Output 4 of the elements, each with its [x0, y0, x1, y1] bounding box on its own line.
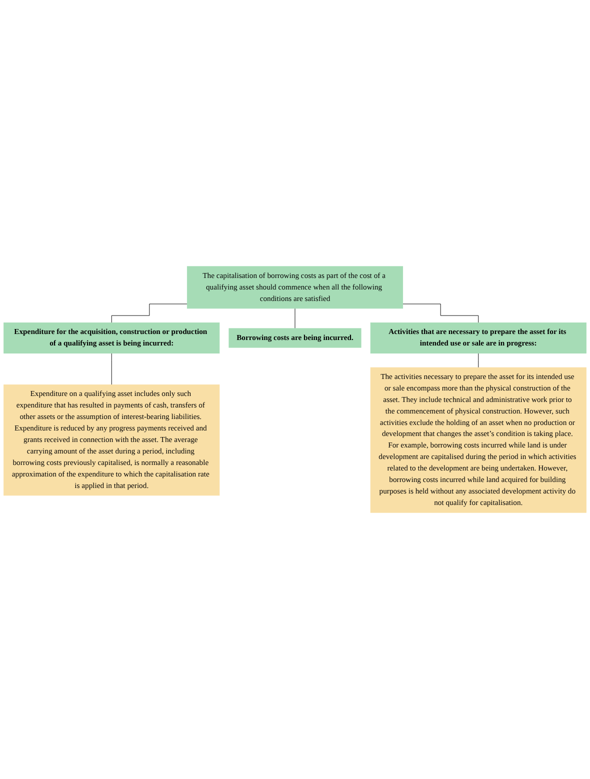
connector — [402, 304, 479, 323]
connector — [111, 353, 112, 385]
connector — [111, 304, 188, 323]
connector — [478, 353, 479, 368]
